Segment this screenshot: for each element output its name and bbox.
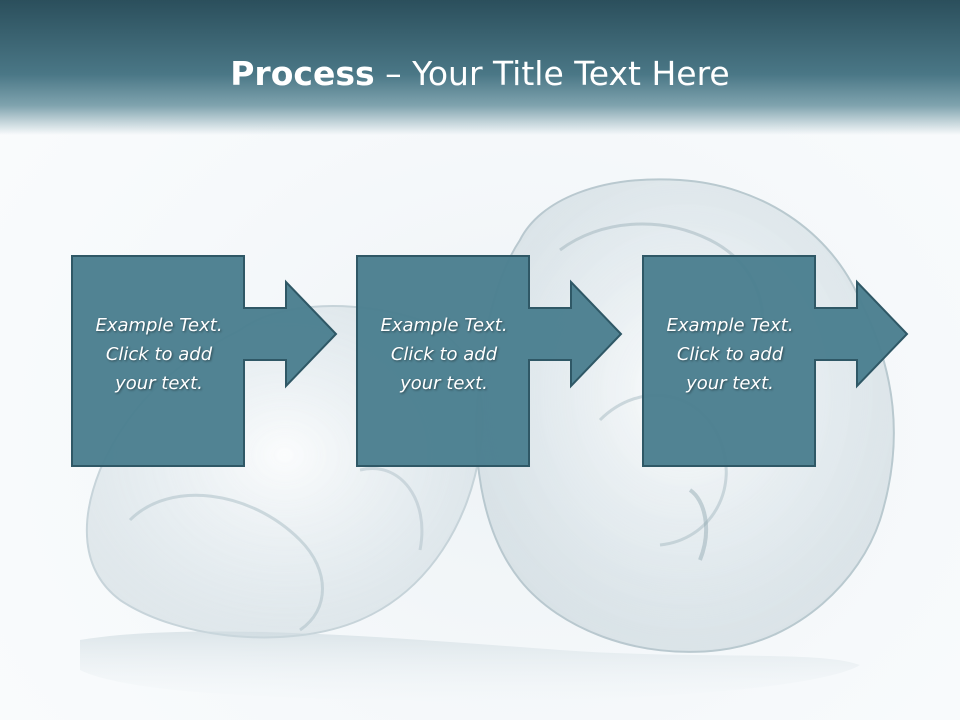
step-1-line-3: your text. [115,373,203,394]
title-rest: – Your Title Text Here [374,54,730,93]
step-3-line-3: your text. [686,373,774,394]
right-arrow-icon [356,255,623,467]
step-2-text[interactable]: Example Text. Click to add your text. [357,311,531,398]
process-step-2[interactable]: Example Text. Click to add your text. [356,255,623,467]
step-1-text[interactable]: Example Text. Click to add your text. [72,311,246,398]
title-bold: Process [230,54,375,93]
title-bar [0,0,960,135]
step-3-line-1: Example Text. [666,315,794,336]
step-3-text[interactable]: Example Text. Click to add your text. [643,311,817,398]
step-1-line-1: Example Text. [95,315,223,336]
right-arrow-icon [642,255,909,467]
process-step-1[interactable]: Example Text. Click to add your text. [71,255,338,467]
step-1-line-2: Click to add [105,344,213,365]
process-step-3[interactable]: Example Text. Click to add your text. [642,255,909,467]
right-arrow-icon [71,255,338,467]
step-2-line-3: your text. [400,373,488,394]
step-2-line-1: Example Text. [380,315,508,336]
step-3-line-2: Click to add [676,344,784,365]
step-2-line-2: Click to add [390,344,498,365]
slide-title[interactable]: Process – Your Title Text Here [0,52,960,96]
